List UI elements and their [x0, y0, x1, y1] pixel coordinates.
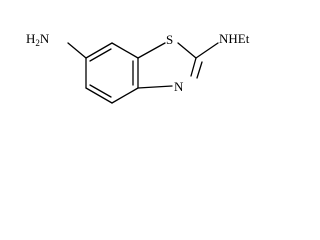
bond-c7a-c7: [111, 42, 139, 59]
bond-c5-c4: [85, 87, 113, 104]
amine-n: N: [40, 31, 50, 46]
bond-s-c2: [177, 42, 197, 59]
benzothiazole-structure: H2N S NHEt N: [26, 31, 250, 104]
sulfur-label: S: [166, 32, 173, 47]
bond-c5-c4-inner: [89, 84, 112, 98]
bond-c4-c3a: [111, 87, 139, 104]
bond-c2-n3: [190, 57, 197, 77]
ring-nitrogen-label: N: [174, 79, 184, 94]
bond-c7a-s: [137, 42, 166, 59]
bond-c6-nh2: [67, 42, 87, 59]
bond-n3-c3a: [137, 85, 173, 89]
bond-c2-n3-double: [196, 61, 203, 79]
ethylamino-label: NHEt: [219, 31, 250, 46]
bond-c7-c6: [85, 42, 113, 59]
bond-c7-c6-inner: [89, 48, 112, 62]
bond-c2-nhet: [195, 42, 219, 59]
amine-label: H2N: [26, 31, 50, 48]
amine-subscript: 2: [35, 38, 40, 48]
amine-h: H: [26, 31, 35, 46]
